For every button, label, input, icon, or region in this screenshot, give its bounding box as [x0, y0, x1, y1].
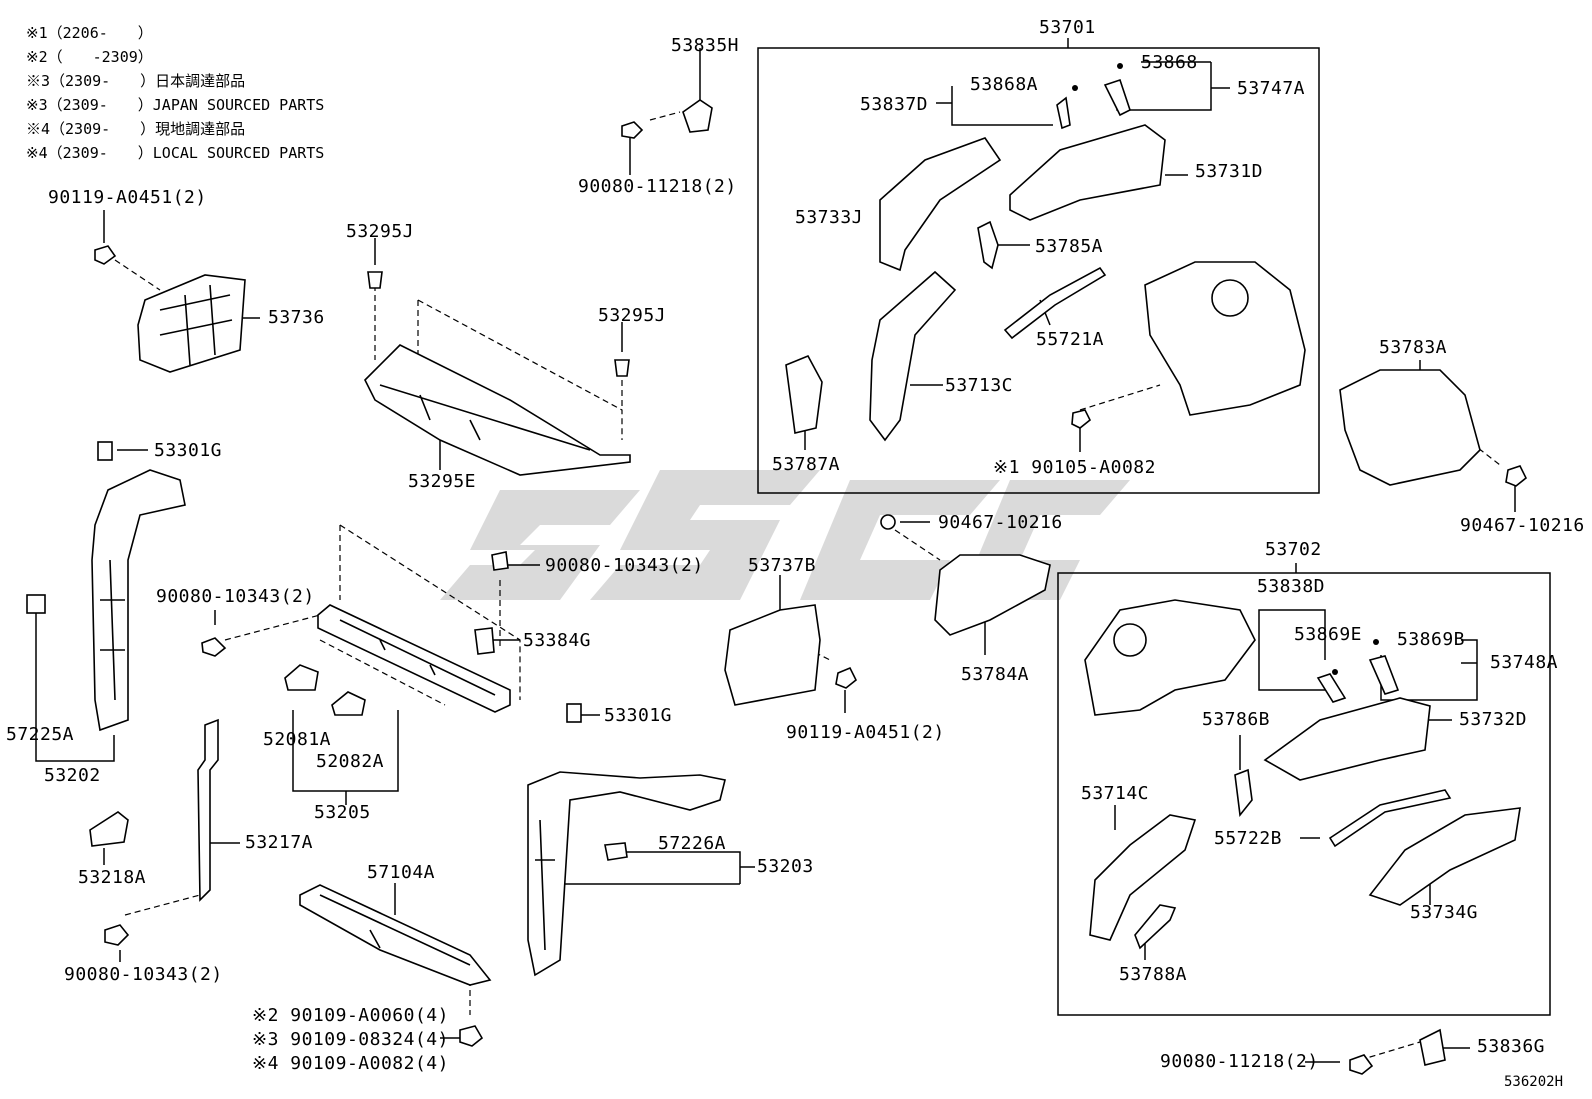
part-apron-53701-shape [1144, 261, 1306, 416]
part-53784A-shape [934, 554, 1051, 636]
group-box-53702 [1057, 572, 1551, 1016]
part-label-53785A[interactable]: 53785A [1035, 236, 1104, 257]
part-label-55721A[interactable]: 55721A [1036, 329, 1105, 350]
part-55722B-shape [1328, 789, 1452, 848]
part-53217A-shape [197, 718, 219, 902]
part-label-90467-10216-b[interactable]: 90467-10216 [1460, 515, 1585, 536]
part-label-53218A[interactable]: 53218A [78, 867, 147, 888]
part-label-53734G[interactable]: 53734G [1410, 902, 1479, 923]
part-label-53869B[interactable]: 53869B [1397, 629, 1466, 650]
part-label-53384G[interactable]: 53384G [523, 630, 592, 651]
part-label-53838D[interactable]: 53838D [1257, 576, 1326, 597]
part-53783A-shape [1339, 369, 1481, 486]
part-label-53301G-b[interactable]: 53301G [604, 705, 673, 726]
part-label-57226A[interactable]: 57226A [658, 833, 727, 854]
part-label-90109-A0060[interactable]: ※2 90109-A0060(4) [252, 1005, 449, 1026]
note-4-en: ※4（2309- ）LOCAL SOURCED PARTS [26, 144, 325, 162]
part-label-90080-10343-a[interactable]: 90080-10343(2) [545, 555, 704, 576]
part-53713C-shape [869, 270, 957, 442]
part-label-53205[interactable]: 53205 [314, 802, 371, 823]
bolt-icon [621, 121, 644, 139]
group-box-53701 [757, 47, 1320, 494]
part-53295E-shape [364, 344, 631, 476]
part-53788A-shape [1134, 904, 1177, 950]
part-label-90119-A0451-mid[interactable]: 90119-A0451(2) [786, 722, 945, 743]
part-53786B-shape [1234, 768, 1253, 817]
part-label-53787A[interactable]: 53787A [772, 454, 841, 475]
part-label-53702[interactable]: 53702 [1265, 539, 1322, 560]
part-53736-shape [137, 274, 246, 373]
part-55721A-shape [1003, 266, 1107, 340]
note-4-jp: ※4（2309- ）現地調達部品 [26, 120, 246, 138]
part-label-53732D[interactable]: 53732D [1459, 709, 1528, 730]
part-label-53701[interactable]: 53701 [1039, 17, 1096, 38]
part-label-53295J-b[interactable]: 53295J [598, 305, 667, 326]
part-label-52082A[interactable]: 52082A [316, 751, 385, 772]
note-2: ※2（ -2309） [26, 48, 153, 66]
part-label-53784A[interactable]: 53784A [961, 664, 1030, 685]
part-label-53747A[interactable]: 53747A [1237, 78, 1306, 99]
part-label-57225A[interactable]: 57225A [6, 724, 75, 745]
part-label-53295E[interactable]: 53295E [408, 471, 477, 492]
part-53732D-shape [1263, 697, 1431, 781]
part-label-53748A[interactable]: 53748A [1490, 652, 1559, 673]
note-3-jp: ※3（2309- ）日本調達部品 [26, 72, 246, 90]
part-label-55722B[interactable]: 55722B [1214, 828, 1283, 849]
part-53785A-shape [977, 220, 999, 270]
part-label-53783A[interactable]: 53783A [1379, 337, 1448, 358]
part-53835H-shape [682, 99, 713, 133]
part-label-53736[interactable]: 53736 [268, 307, 325, 328]
part-53714C-shape [1089, 814, 1197, 941]
part-apron-53702-shape [1084, 599, 1256, 716]
part-53202-shape [91, 469, 186, 732]
part-label-53788A[interactable]: 53788A [1119, 964, 1188, 985]
part-label-53837D[interactable]: 53837D [860, 94, 929, 115]
part-53731D-shape [1009, 124, 1166, 221]
part-label-53301G-a[interactable]: 53301G [154, 440, 223, 461]
part-label-90080-10343-b[interactable]: 90080-10343(2) [156, 586, 315, 607]
part-label-90105-A0082[interactable]: ※1 90105-A0082 [993, 457, 1156, 478]
part-53733J-shape [879, 137, 1002, 272]
diagram-code: 536202H [1504, 1074, 1564, 1090]
part-53787A-shape [785, 354, 823, 434]
part-57104A-shape [299, 884, 492, 986]
part-label-90080-11218-bottom[interactable]: 90080-11218(2) [1160, 1051, 1319, 1072]
part-label-53868A[interactable]: 53868A [970, 74, 1039, 95]
part-label-53713C[interactable]: 53713C [945, 375, 1014, 396]
part-label-90109-A0082[interactable]: ※4 90109-A0082(4) [252, 1053, 449, 1074]
part-label-53733J[interactable]: 53733J [795, 207, 864, 228]
part-53203-shape [527, 771, 726, 977]
part-label-53868[interactable]: 53868 [1141, 52, 1198, 73]
part-label-53202[interactable]: 53202 [44, 765, 101, 786]
part-label-53714C[interactable]: 53714C [1081, 783, 1150, 804]
part-53836G-shape [1419, 1028, 1446, 1066]
part-label-53835H[interactable]: 53835H [671, 35, 740, 56]
part-label-53295J-a[interactable]: 53295J [346, 221, 415, 242]
part-53734G-shape [1368, 807, 1521, 906]
part-label-53869E[interactable]: 53869E [1294, 624, 1363, 645]
part-label-90080-10343-c[interactable]: 90080-10343(2) [64, 964, 223, 985]
part-label-53731D[interactable]: 53731D [1195, 161, 1264, 182]
part-label-53786B[interactable]: 53786B [1202, 709, 1271, 730]
part-label-57104A[interactable]: 57104A [367, 862, 436, 883]
part-label-90080-11218-top[interactable]: 90080-11218(2) [578, 176, 737, 197]
note-1: ※1（2206- ） [26, 24, 153, 42]
part-label-53203[interactable]: 53203 [757, 856, 814, 877]
part-label-52081A[interactable]: 52081A [263, 729, 332, 750]
part-label-53217A[interactable]: 53217A [245, 832, 314, 853]
part-label-90467-10216-a[interactable]: 90467-10216 [938, 512, 1063, 533]
part-label-90109-08324[interactable]: ※3 90109-08324(4) [252, 1029, 449, 1050]
note-3-en: ※3（2309- ）JAPAN SOURCED PARTS [26, 96, 325, 114]
part-label-53737B[interactable]: 53737B [748, 555, 817, 576]
part-53737B-shape [724, 604, 821, 706]
part-label-90119-A0451-top[interactable]: 90119-A0451(2) [48, 187, 207, 208]
part-label-53836G[interactable]: 53836G [1477, 1036, 1546, 1057]
